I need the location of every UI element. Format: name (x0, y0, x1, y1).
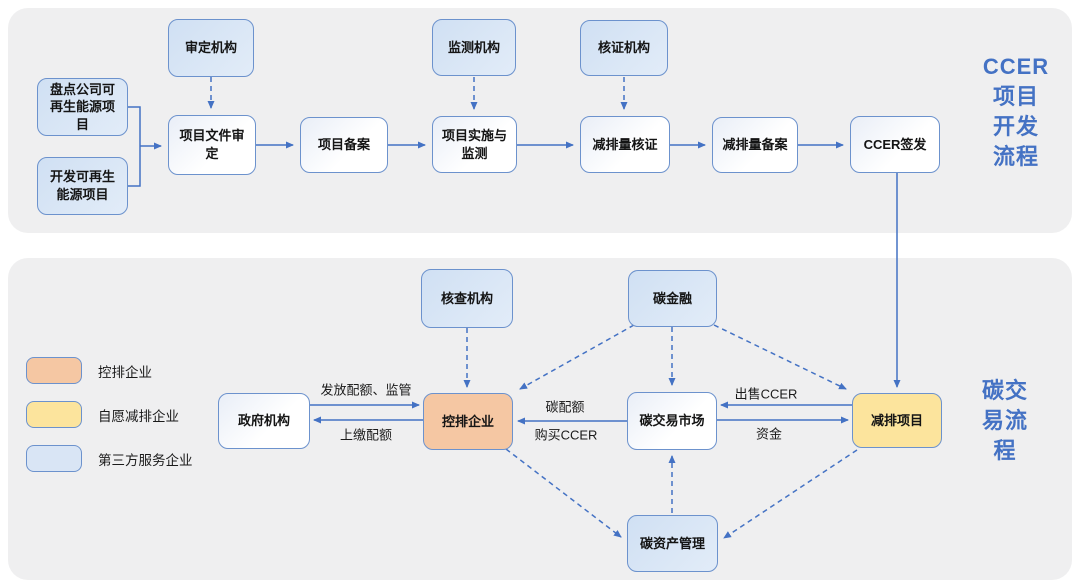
edge-label-surrender-allowance: 上缴配额 (339, 427, 393, 443)
panel-title-carbon-trading: 碳交 易流 程 (981, 378, 1029, 463)
edge-label-issue-allowance: 发放配额、监管 (320, 382, 412, 398)
node-audit-org: 审定机构 (168, 19, 254, 77)
node-trading-market: 碳交易市场 (627, 392, 717, 450)
node-inventory-renewable-project: 盘点公司可再生能源项目 (37, 78, 128, 136)
legend-item-third-party: 第三方服务企业 (26, 445, 193, 472)
edge-label-carbon-allowance: 碳配额 (545, 399, 585, 415)
edge-label-buy-ccer: 购买CCER (534, 427, 598, 443)
legend-label: 控排企业 (98, 364, 152, 380)
node-government: 政府机构 (218, 393, 310, 449)
edge-label-funds: 资金 (755, 426, 783, 442)
node-asset-management: 碳资产管理 (627, 515, 718, 572)
edge-label-sell-ccer: 出售CCER (734, 386, 798, 402)
legend-label: 自愿减排企业 (98, 408, 179, 424)
node-carbon-finance: 碳金融 (628, 270, 717, 327)
panel-title-ccer-development: CCER 项目 开发 流程 (982, 54, 1050, 169)
legend: 控排企业 自愿减排企业 第三方服务企业 (26, 357, 193, 489)
node-reduction-project: 减排项目 (852, 393, 942, 448)
node-verify-org: 核证机构 (580, 20, 668, 76)
edge-finance-to-reduction-project (713, 324, 847, 390)
legend-item-voluntary: 自愿减排企业 (26, 401, 193, 428)
node-inspection-org: 核查机构 (421, 269, 513, 328)
legend-item-controlled: 控排企业 (26, 357, 193, 384)
legend-swatch-controlled-enterprise (26, 357, 82, 384)
node-controlled-enterprise: 控排企业 (423, 393, 513, 450)
legend-label: 第三方服务企业 (98, 452, 193, 468)
node-develop-renewable-project: 开发可再生能源项目 (37, 157, 128, 215)
edge-controlled-to-asset-mgmt (505, 448, 622, 538)
legend-swatch-voluntary-enterprise (26, 401, 82, 428)
node-reduction-verify: 减排量核证 (580, 116, 670, 173)
node-project-doc-audit: 项目文件审定 (168, 115, 256, 175)
legend-swatch-third-party-enterprise (26, 445, 82, 472)
edge-finance-to-controlled (519, 324, 635, 390)
node-monitor-org: 监测机构 (432, 19, 516, 76)
node-implement-monitor: 项目实施与监测 (432, 116, 517, 173)
edge-reduction-project-to-asset-mgmt (723, 449, 858, 539)
node-reduction-filing: 减排量备案 (712, 117, 798, 173)
node-ccer-issue: CCER签发 (850, 116, 940, 173)
node-project-filing: 项目备案 (300, 117, 388, 173)
edge-sources-bracket (128, 106, 141, 187)
